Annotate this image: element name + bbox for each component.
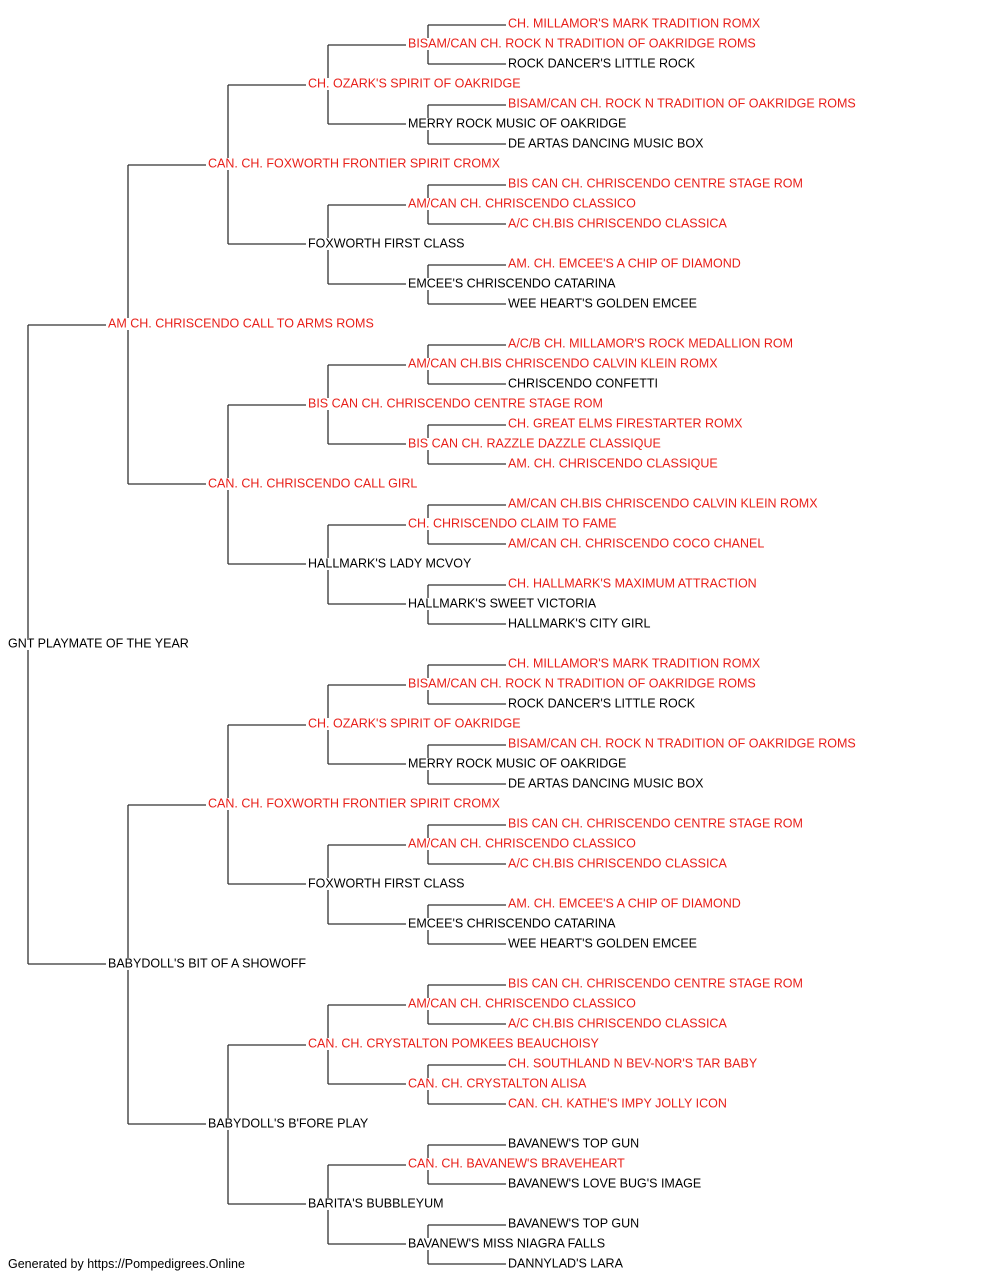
gen3-sire-name[interactable]: BIS CAN CH. CHRISCENDO CENTRE STAGE ROM bbox=[308, 396, 603, 410]
gen5-sire-name[interactable]: BISAM/CAN CH. ROCK N TRADITION OF OAKRID… bbox=[508, 736, 856, 750]
gen5-dam-name[interactable]: A/C CH.BIS CHRISCENDO CLASSICA bbox=[508, 1016, 727, 1030]
gen5-dam-name[interactable]: DANNYLAD'S LARA bbox=[508, 1256, 624, 1270]
gen5-sire-name[interactable]: CH. HALLMARK'S MAXIMUM ATTRACTION bbox=[508, 576, 757, 590]
gen5-dam-name[interactable]: A/C CH.BIS CHRISCENDO CLASSICA bbox=[508, 856, 727, 870]
gen5-sire-name[interactable]: CH. GREAT ELMS FIRESTARTER ROMX bbox=[508, 416, 743, 430]
gen5-dam-name[interactable]: BAVANEW'S LOVE BUG'S IMAGE bbox=[508, 1176, 701, 1190]
gen5-dam-name[interactable]: A/C CH.BIS CHRISCENDO CLASSICA bbox=[508, 216, 727, 230]
pedigree-connectors bbox=[27, 24, 506, 1265]
gen4-sire-name[interactable]: BISAM/CAN CH. ROCK N TRADITION OF OAKRID… bbox=[408, 36, 756, 50]
gen5-dam-name[interactable]: AM. CH. CHRISCENDO CLASSIQUE bbox=[508, 456, 718, 470]
gen3-sire-name[interactable]: CH. OZARK'S SPIRIT OF OAKRIDGE bbox=[308, 716, 521, 730]
gen4-sire-name[interactable]: CAN. CH. BAVANEW'S BRAVEHEART bbox=[408, 1156, 625, 1170]
gen5-dam-name[interactable]: ROCK DANCER'S LITTLE ROCK bbox=[508, 696, 696, 710]
gen4-sire-name[interactable]: AM/CAN CH. CHRISCENDO CLASSICO bbox=[408, 996, 636, 1010]
gen5-sire-name[interactable]: BIS CAN CH. CHRISCENDO CENTRE STAGE ROM bbox=[508, 816, 803, 830]
subject-dog-name[interactable]: GNT PLAYMATE OF THE YEAR bbox=[8, 636, 189, 650]
gen4-dam-name[interactable]: MERRY ROCK MUSIC OF OAKRIDGE bbox=[408, 116, 626, 130]
gen2-sire-name[interactable]: CAN. CH. FOXWORTH FRONTIER SPIRIT CROMX bbox=[208, 156, 501, 170]
gen4-dam-name[interactable]: BAVANEW'S MISS NIAGRA FALLS bbox=[408, 1236, 605, 1250]
gen3-sire-name[interactable]: CH. OZARK'S SPIRIT OF OAKRIDGE bbox=[308, 76, 521, 90]
gen3-sire-name[interactable]: CAN. CH. CRYSTALTON POMKEES BEAUCHOISY bbox=[308, 1036, 599, 1050]
gen5-dam-name[interactable]: WEE HEART'S GOLDEN EMCEE bbox=[508, 296, 697, 310]
gen3-dam-name[interactable]: FOXWORTH FIRST CLASS bbox=[308, 876, 465, 890]
gen4-dam-name[interactable]: CAN. CH. CRYSTALTON ALISA bbox=[408, 1076, 587, 1090]
gen3-dam-name[interactable]: BARITA'S BUBBLEYUM bbox=[308, 1196, 444, 1210]
gen5-sire-name[interactable]: AM. CH. EMCEE'S A CHIP OF DIAMOND bbox=[508, 256, 741, 270]
gen5-sire-name[interactable]: CH. MILLAMOR'S MARK TRADITION ROMX bbox=[508, 16, 761, 30]
gen5-dam-name[interactable]: ROCK DANCER'S LITTLE ROCK bbox=[508, 56, 696, 70]
gen4-sire-name[interactable]: AM/CAN CH. CHRISCENDO CLASSICO bbox=[408, 196, 636, 210]
gen5-sire-name[interactable]: CH. SOUTHLAND N BEV-NOR'S TAR BABY bbox=[508, 1056, 758, 1070]
gen5-dam-name[interactable]: DE ARTAS DANCING MUSIC BOX bbox=[508, 136, 704, 150]
gen5-dam-name[interactable]: HALLMARK'S CITY GIRL bbox=[508, 616, 651, 630]
gen5-sire-name[interactable]: BISAM/CAN CH. ROCK N TRADITION OF OAKRID… bbox=[508, 96, 856, 110]
gen5-sire-name[interactable]: BAVANEW'S TOP GUN bbox=[508, 1216, 639, 1230]
gen4-sire-name[interactable]: BISAM/CAN CH. ROCK N TRADITION OF OAKRID… bbox=[408, 676, 756, 690]
gen4-sire-name[interactable]: AM/CAN CH. CHRISCENDO CLASSICO bbox=[408, 836, 636, 850]
gen5-dam-name[interactable]: DE ARTAS DANCING MUSIC BOX bbox=[508, 776, 704, 790]
gen4-dam-name[interactable]: BIS CAN CH. RAZZLE DAZZLE CLASSIQUE bbox=[408, 436, 661, 450]
gen4-dam-name[interactable]: HALLMARK'S SWEET VICTORIA bbox=[408, 596, 597, 610]
gen5-sire-name[interactable]: A/C/B CH. MILLAMOR'S ROCK MEDALLION ROM bbox=[508, 336, 793, 350]
gen1-sire-name[interactable]: AM CH. CHRISCENDO CALL TO ARMS ROMS bbox=[108, 316, 374, 330]
pedigree-names: GNT PLAYMATE OF THE YEAR AM CH. CHRISCEND… bbox=[8, 16, 856, 1270]
gen5-dam-name[interactable]: AM/CAN CH. CHRISCENDO COCO CHANEL bbox=[508, 536, 764, 550]
gen4-sire-name[interactable]: CH. CHRISCENDO CLAIM TO FAME bbox=[408, 516, 617, 530]
gen5-sire-name[interactable]: BIS CAN CH. CHRISCENDO CENTRE STAGE ROM bbox=[508, 976, 803, 990]
gen3-dam-name[interactable]: FOXWORTH FIRST CLASS bbox=[308, 236, 465, 250]
gen5-sire-name[interactable]: AM/CAN CH.BIS CHRISCENDO CALVIN KLEIN RO… bbox=[508, 496, 818, 510]
gen5-dam-name[interactable]: CHRISCENDO CONFETTI bbox=[508, 376, 658, 390]
gen3-dam-name[interactable]: HALLMARK'S LADY MCVOY bbox=[308, 556, 472, 570]
gen5-sire-name[interactable]: BIS CAN CH. CHRISCENDO CENTRE STAGE ROM bbox=[508, 176, 803, 190]
gen1-dam-name[interactable]: BABYDOLL'S BIT OF A SHOWOFF bbox=[108, 956, 306, 970]
gen5-sire-name[interactable]: BAVANEW'S TOP GUN bbox=[508, 1136, 639, 1150]
gen4-dam-name[interactable]: MERRY ROCK MUSIC OF OAKRIDGE bbox=[408, 756, 626, 770]
gen4-dam-name[interactable]: EMCEE'S CHRISCENDO CATARINA bbox=[408, 276, 616, 290]
gen5-dam-name[interactable]: WEE HEART'S GOLDEN EMCEE bbox=[508, 936, 697, 950]
gen4-sire-name[interactable]: AM/CAN CH.BIS CHRISCENDO CALVIN KLEIN RO… bbox=[408, 356, 718, 370]
gen5-sire-name[interactable]: AM. CH. EMCEE'S A CHIP OF DIAMOND bbox=[508, 896, 741, 910]
gen2-dam-name[interactable]: CAN. CH. CHRISCENDO CALL GIRL bbox=[208, 476, 417, 490]
gen2-dam-name[interactable]: BABYDOLL'S B'FORE PLAY bbox=[208, 1116, 369, 1130]
footer-credit: Generated by https://Pompedigrees.Online bbox=[8, 1257, 245, 1271]
gen5-sire-name[interactable]: CH. MILLAMOR'S MARK TRADITION ROMX bbox=[508, 656, 761, 670]
gen5-dam-name[interactable]: CAN. CH. KATHE'S IMPY JOLLY ICON bbox=[508, 1096, 727, 1110]
gen2-sire-name[interactable]: CAN. CH. FOXWORTH FRONTIER SPIRIT CROMX bbox=[208, 796, 501, 810]
gen4-dam-name[interactable]: EMCEE'S CHRISCENDO CATARINA bbox=[408, 916, 616, 930]
